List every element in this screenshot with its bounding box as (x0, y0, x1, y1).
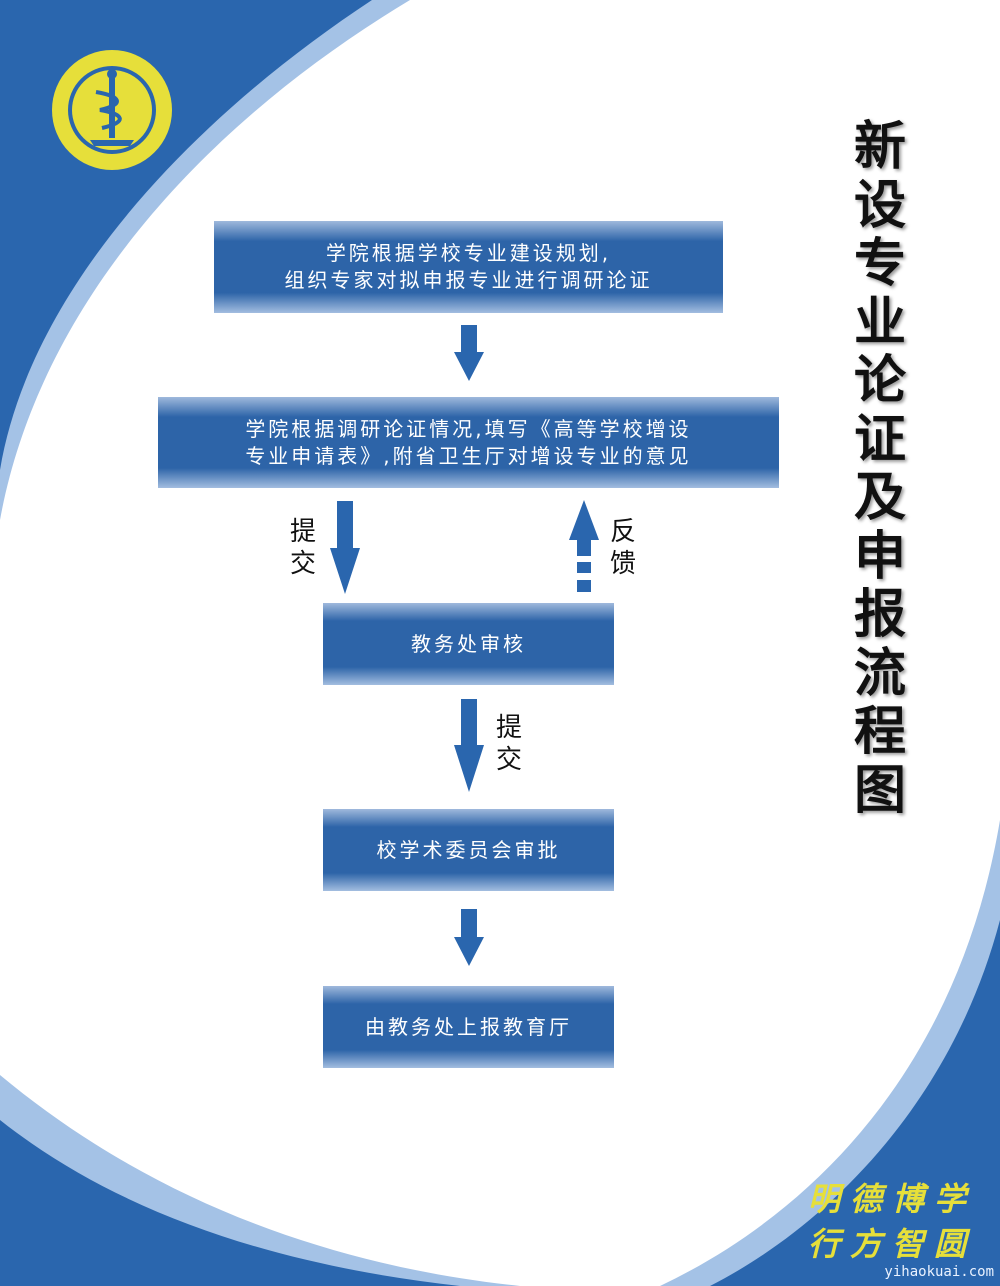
title-char: 报 (853, 585, 906, 645)
title-char: 论 (853, 351, 906, 411)
step-4-box: 校学术委员会审批 (323, 809, 614, 891)
university-seal-icon (50, 48, 174, 172)
title-char: 程 (853, 702, 906, 762)
step-5-box: 由教务处上报教育厅 (323, 986, 614, 1068)
step-3-line-1: 教务处审核 (411, 631, 526, 656)
step-2-line-1: 学院根据调研论证情况,填写《高等学校增设 (245, 416, 692, 441)
submit-label-1-char-1: 提 (290, 517, 317, 547)
submit-label-2-char-2: 交 (496, 745, 523, 775)
feedback-label: 反 馈 (610, 516, 636, 580)
motto-line-1: 明德博学 (808, 1180, 977, 1218)
submit-label-1-char-2: 交 (290, 549, 317, 579)
step-2-box: 学院根据调研论证情况,填写《高等学校增设 专业申请表》,附省卫生厅对增设专业的意… (158, 397, 779, 488)
title-char: 证 (853, 409, 906, 470)
page-title: 新设专业论证及申报流程图 (845, 118, 915, 820)
watermark: yihaokuai.com (884, 1264, 994, 1280)
feedback-label-char-2: 馈 (610, 549, 637, 579)
submit-label-2: 提 交 (496, 712, 522, 776)
title-char: 新 (853, 117, 906, 177)
title-char: 业 (853, 292, 906, 353)
motto-line-2: 行方智圆 (808, 1225, 977, 1263)
title-char: 申 (853, 526, 906, 587)
step-5-line-1: 由教务处上报教育厅 (365, 1014, 572, 1039)
title-char: 图 (853, 760, 906, 821)
title-char: 流 (853, 643, 906, 704)
step-1-line-1: 学院根据学校专业建设规划, (325, 241, 612, 265)
feedback-label-char-1: 反 (610, 517, 637, 547)
step-4-line-1: 校学术委员会审批 (376, 837, 561, 862)
submit-label-1: 提 交 (290, 516, 316, 580)
title-char: 设 (853, 175, 906, 236)
title-char: 及 (853, 468, 906, 528)
title-char: 专 (853, 234, 906, 294)
step-1-line-2: 组织专家对拟申报专业进行调研论证 (284, 268, 653, 292)
step-2-line-2: 专业申请表》,附省卫生厅对增设专业的意见 (245, 443, 692, 468)
step-1-box: 学院根据学校专业建设规划, 组织专家对拟申报专业进行调研论证 (214, 221, 723, 313)
step-3-box: 教务处审核 (323, 603, 614, 685)
submit-label-2-char-1: 提 (496, 713, 523, 743)
